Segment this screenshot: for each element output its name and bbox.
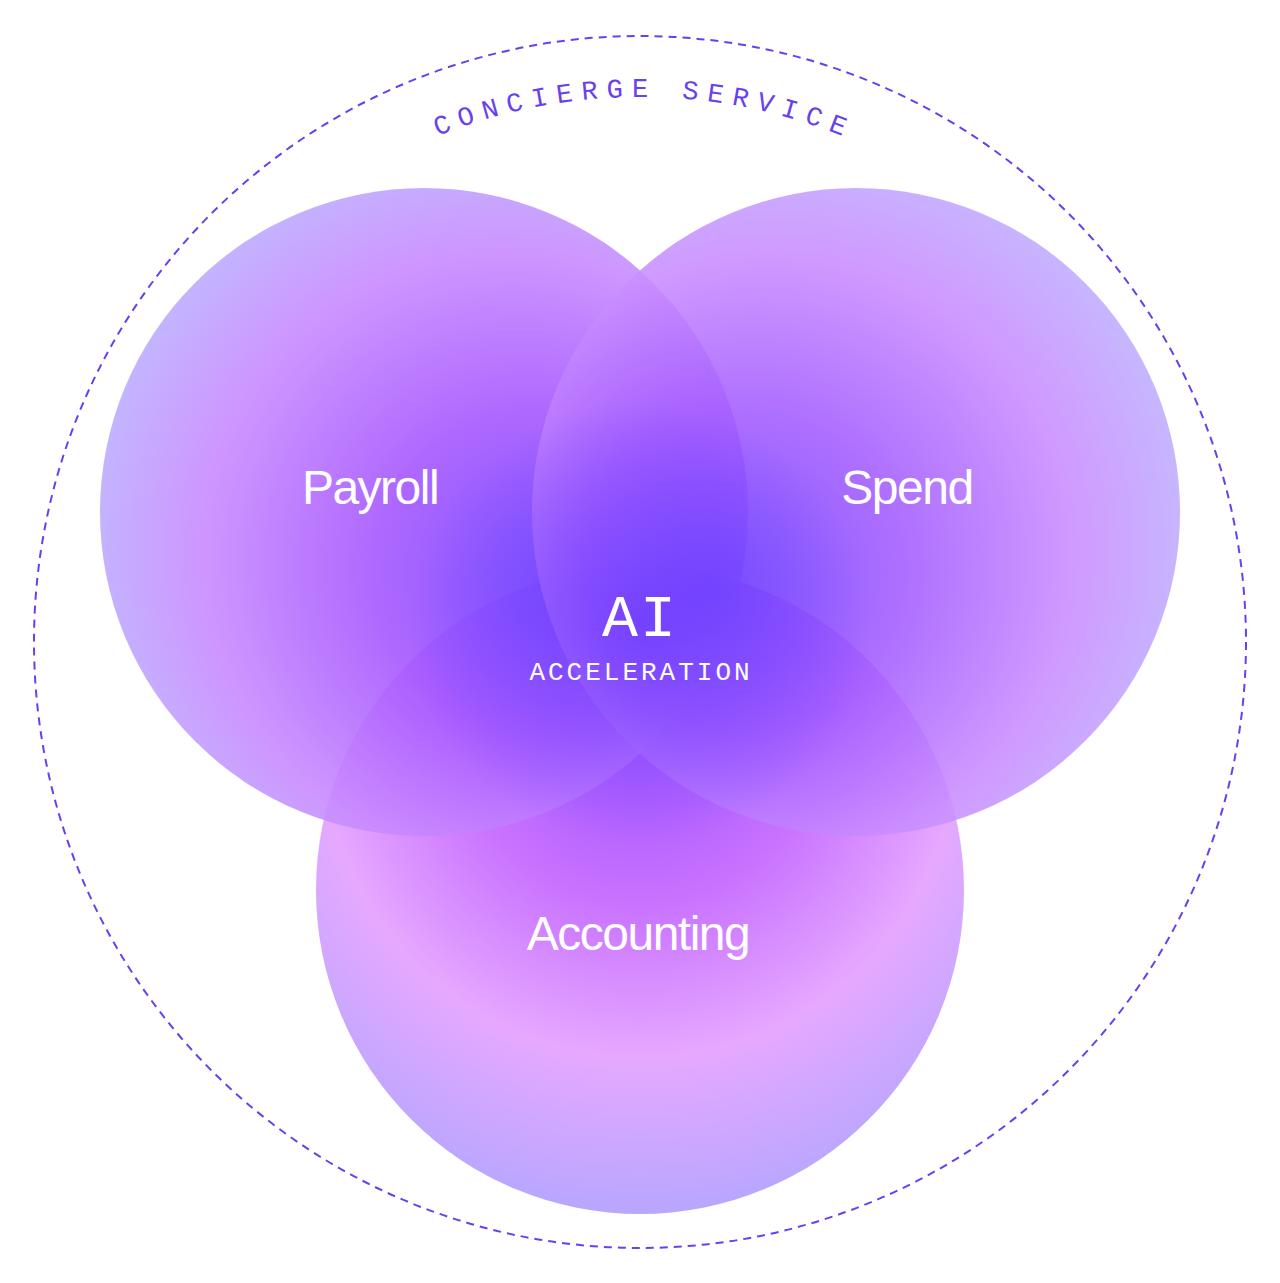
arc-letter: N — [475, 95, 505, 127]
arc-letter — [654, 77, 678, 78]
arc-letter: R — [576, 78, 602, 107]
arc-letter: E — [702, 81, 729, 111]
circle-label: Spend — [841, 460, 972, 515]
center-heading: AI — [602, 586, 678, 654]
arc-letter: V — [750, 89, 779, 121]
center-subheading: ACCELERATION — [529, 658, 752, 688]
arc-letter: E — [551, 81, 578, 111]
arc-letter: E — [628, 77, 652, 104]
arc-letter: G — [602, 77, 627, 105]
arc-letter: C — [500, 89, 529, 121]
arc-letter: S — [677, 78, 703, 107]
circle-label: Accounting — [527, 906, 750, 961]
arc-letter: R — [726, 84, 755, 115]
arc-letter: O — [451, 102, 482, 135]
circle-label: Payroll — [302, 460, 438, 515]
arc-letter: I — [525, 84, 554, 115]
arc-letter: C — [798, 102, 829, 135]
arc-letter: I — [774, 95, 804, 127]
